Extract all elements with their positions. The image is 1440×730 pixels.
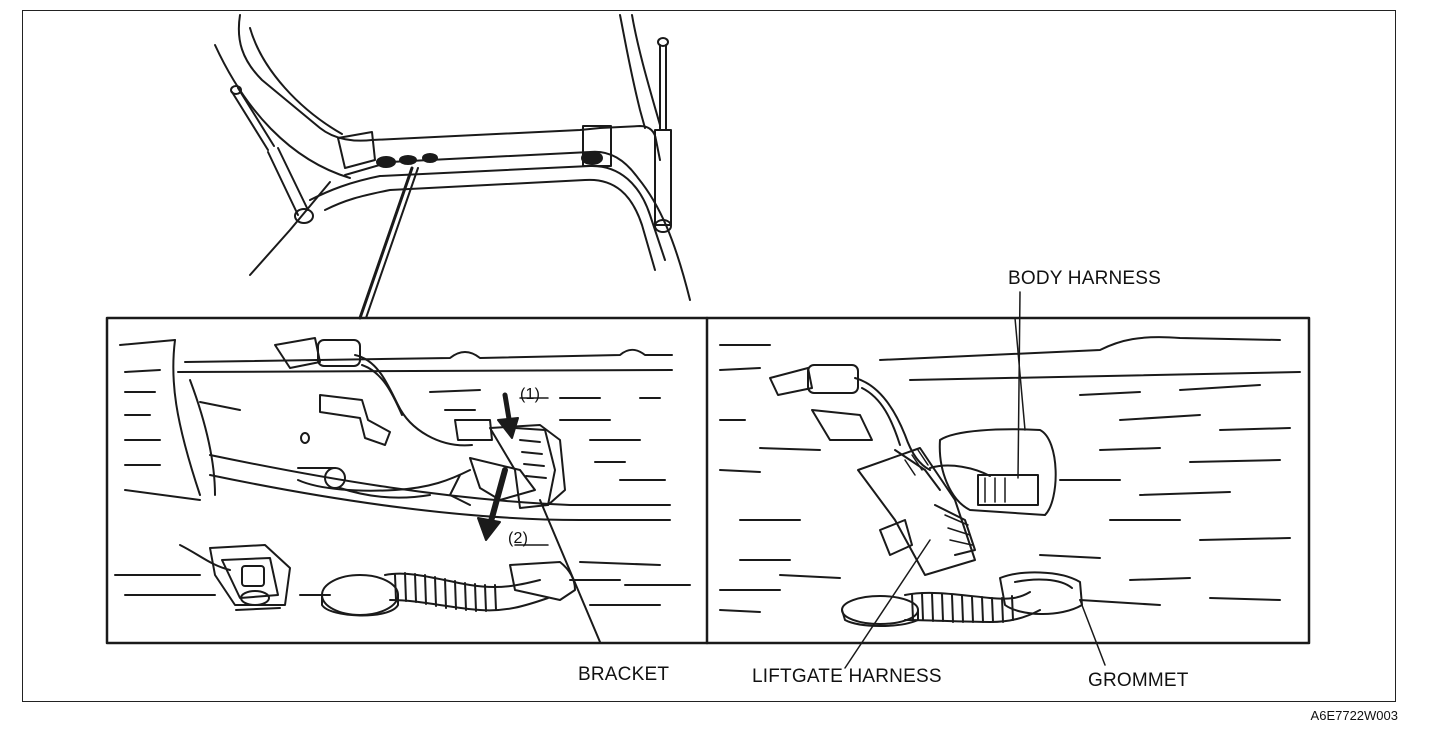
figure-code: A6E7722W003: [1310, 708, 1398, 723]
left-detail-panel: [114, 337, 691, 643]
bracket-label: BRACKET: [578, 664, 670, 685]
liftgate-harness-label: LIFTGATE HARNESS: [752, 666, 942, 687]
right-gas-strut: [654, 37, 672, 233]
body-harness-label: BODY HARNESS: [1008, 268, 1162, 289]
vehicle-overview: [214, 14, 691, 320]
connector-location: [376, 151, 603, 168]
left-gas-strut: [230, 85, 314, 224]
grommet-label: GROMMET: [1088, 670, 1189, 691]
step-2-label: (2): [508, 530, 529, 547]
step-1-label: (1): [520, 386, 541, 403]
right-detail-panel: [719, 291, 1301, 669]
diagram-frame: [22, 10, 1396, 702]
